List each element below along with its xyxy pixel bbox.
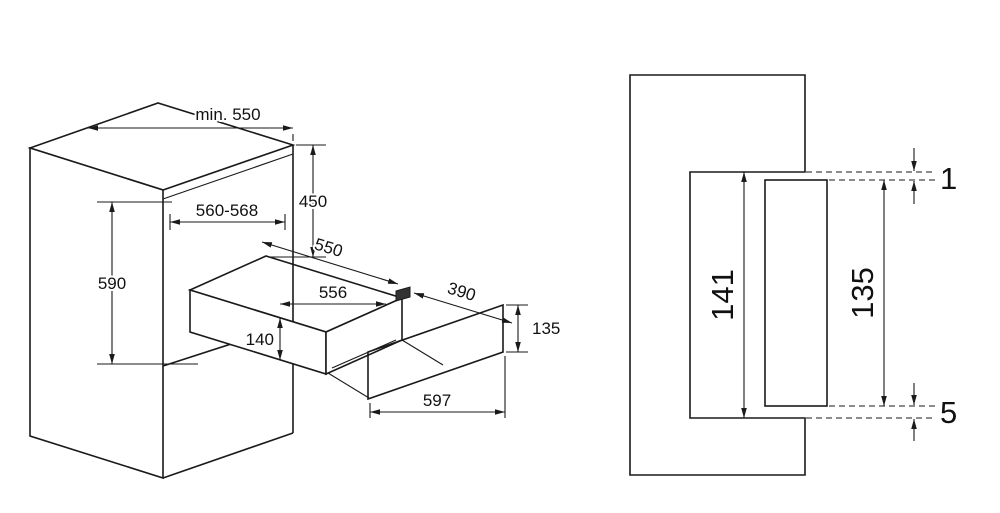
dim-label-pullout-depth: 390 bbox=[445, 279, 478, 305]
cabinet-front-bottom-edge bbox=[162, 432, 294, 479]
drawer-front-face bbox=[325, 296, 403, 376]
niche-ceiling-edge bbox=[162, 153, 294, 200]
dim-label-front-panel-width: 597 bbox=[423, 391, 451, 410]
section-front-panel bbox=[764, 179, 828, 407]
dim-label-niche-depth: min. 550 bbox=[195, 105, 260, 124]
dim-label-niche-width: 560-568 bbox=[196, 201, 258, 220]
dim-label-top-gap: 1 bbox=[940, 161, 957, 196]
drawer-latch-detail bbox=[395, 286, 411, 302]
drawing-root: min. 550 450 560-568 590 550 556 bbox=[27, 74, 959, 480]
dim-label-section-niche-height: 141 bbox=[705, 269, 740, 321]
dim-line-appliance-depth bbox=[261, 241, 399, 285]
isometric-view: min. 550 450 560-568 590 550 556 bbox=[27, 102, 562, 480]
section-view: 141 135 1 5 bbox=[629, 74, 959, 476]
drawer-opening-inner-edge bbox=[331, 339, 397, 369]
cabinet-left-panel bbox=[29, 146, 164, 480]
dim-label-appliance-height: 140 bbox=[246, 330, 274, 349]
dim-label-front-panel-height: 135 bbox=[532, 319, 560, 338]
dim-label-section-panel-height: 135 bbox=[845, 267, 880, 319]
dim-label-bottom-gap: 5 bbox=[940, 395, 957, 430]
dim-label-total-height: 590 bbox=[98, 274, 126, 293]
drawer-rail-left bbox=[327, 372, 370, 399]
section-cabinet-outline bbox=[629, 74, 806, 476]
drawer-rail-right bbox=[401, 339, 444, 366]
dim-line-pullout-depth bbox=[413, 292, 513, 324]
dim-label-appliance-width: 556 bbox=[319, 283, 347, 302]
dim-label-upper-niche-height: 450 bbox=[299, 192, 327, 211]
